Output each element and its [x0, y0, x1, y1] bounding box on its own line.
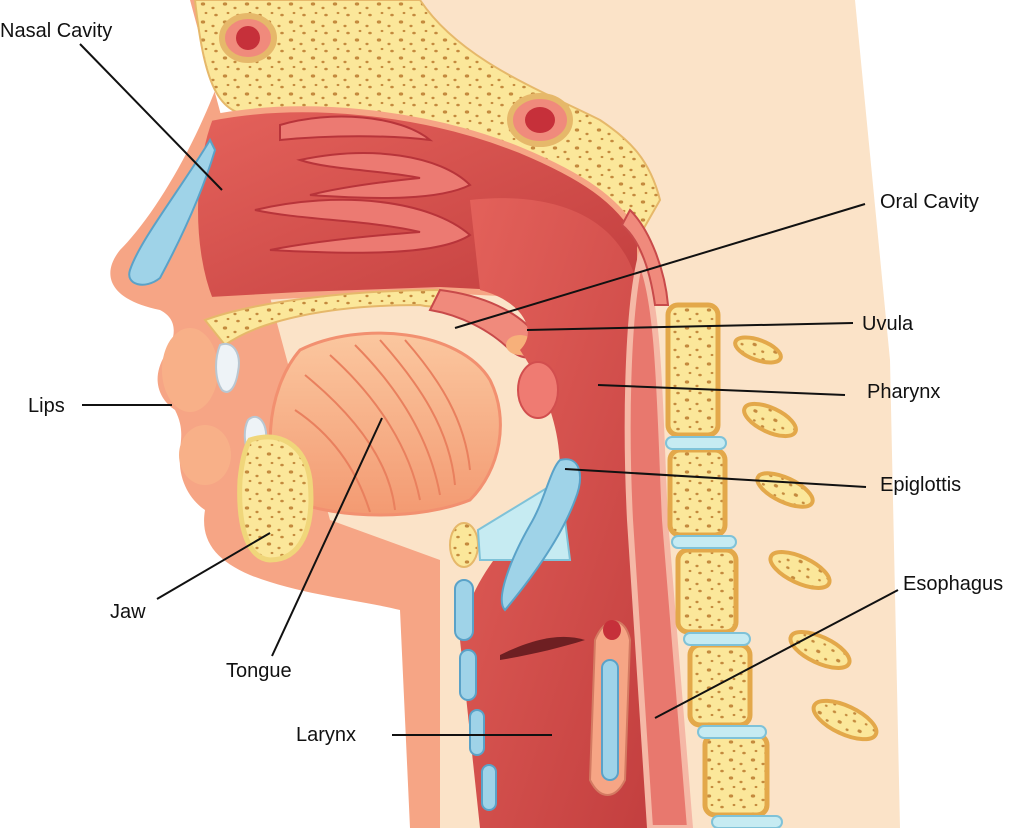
- leader-jaw: [156, 532, 271, 600]
- jaw-bone: [237, 434, 314, 563]
- leader-pharynx: [597, 384, 846, 396]
- laryngeal-cartilages: [454, 579, 497, 811]
- vocal-fold: [500, 636, 585, 660]
- label-epiglottis: Epiglottis: [880, 474, 961, 496]
- leader-esophagus: [654, 589, 899, 719]
- label-pharynx: Pharynx: [867, 381, 940, 403]
- leader-lines: [79, 43, 899, 736]
- lower-lip: [179, 425, 231, 485]
- turbinate-upper: [279, 115, 434, 142]
- turbinate-lower: [254, 198, 472, 254]
- label-larynx: Larynx: [296, 724, 356, 746]
- label-lips: Lips: [28, 395, 65, 417]
- epiglottis-shape: [500, 458, 581, 612]
- vertebral-column: [665, 302, 783, 828]
- leader-epiglottis: [564, 468, 867, 488]
- upper-lip: [162, 328, 218, 412]
- nasal-cartilage: [128, 137, 217, 286]
- esophagus-wall: [624, 251, 694, 828]
- prevertebral-muscle: [620, 208, 670, 306]
- label-esophagus: Esophagus: [903, 573, 1003, 595]
- turbinate-middle: [296, 152, 472, 199]
- tonsil: [517, 361, 559, 419]
- leader-tongue: [271, 417, 383, 657]
- upper-incisor: [215, 342, 240, 393]
- hyoid-bone: [449, 522, 479, 568]
- label-tongue: Tongue: [226, 660, 292, 682]
- leader-nasal-cavity: [79, 43, 223, 191]
- label-nasal-cavity: Nasal Cavity: [0, 20, 112, 42]
- leader-oral-cavity: [454, 203, 866, 329]
- label-oral-cavity: Oral Cavity: [880, 191, 979, 213]
- label-jaw: Jaw: [110, 601, 146, 623]
- label-uvula: Uvula: [862, 313, 914, 335]
- leader-uvula: [526, 322, 854, 331]
- tongue-muscle-lines: [294, 339, 471, 513]
